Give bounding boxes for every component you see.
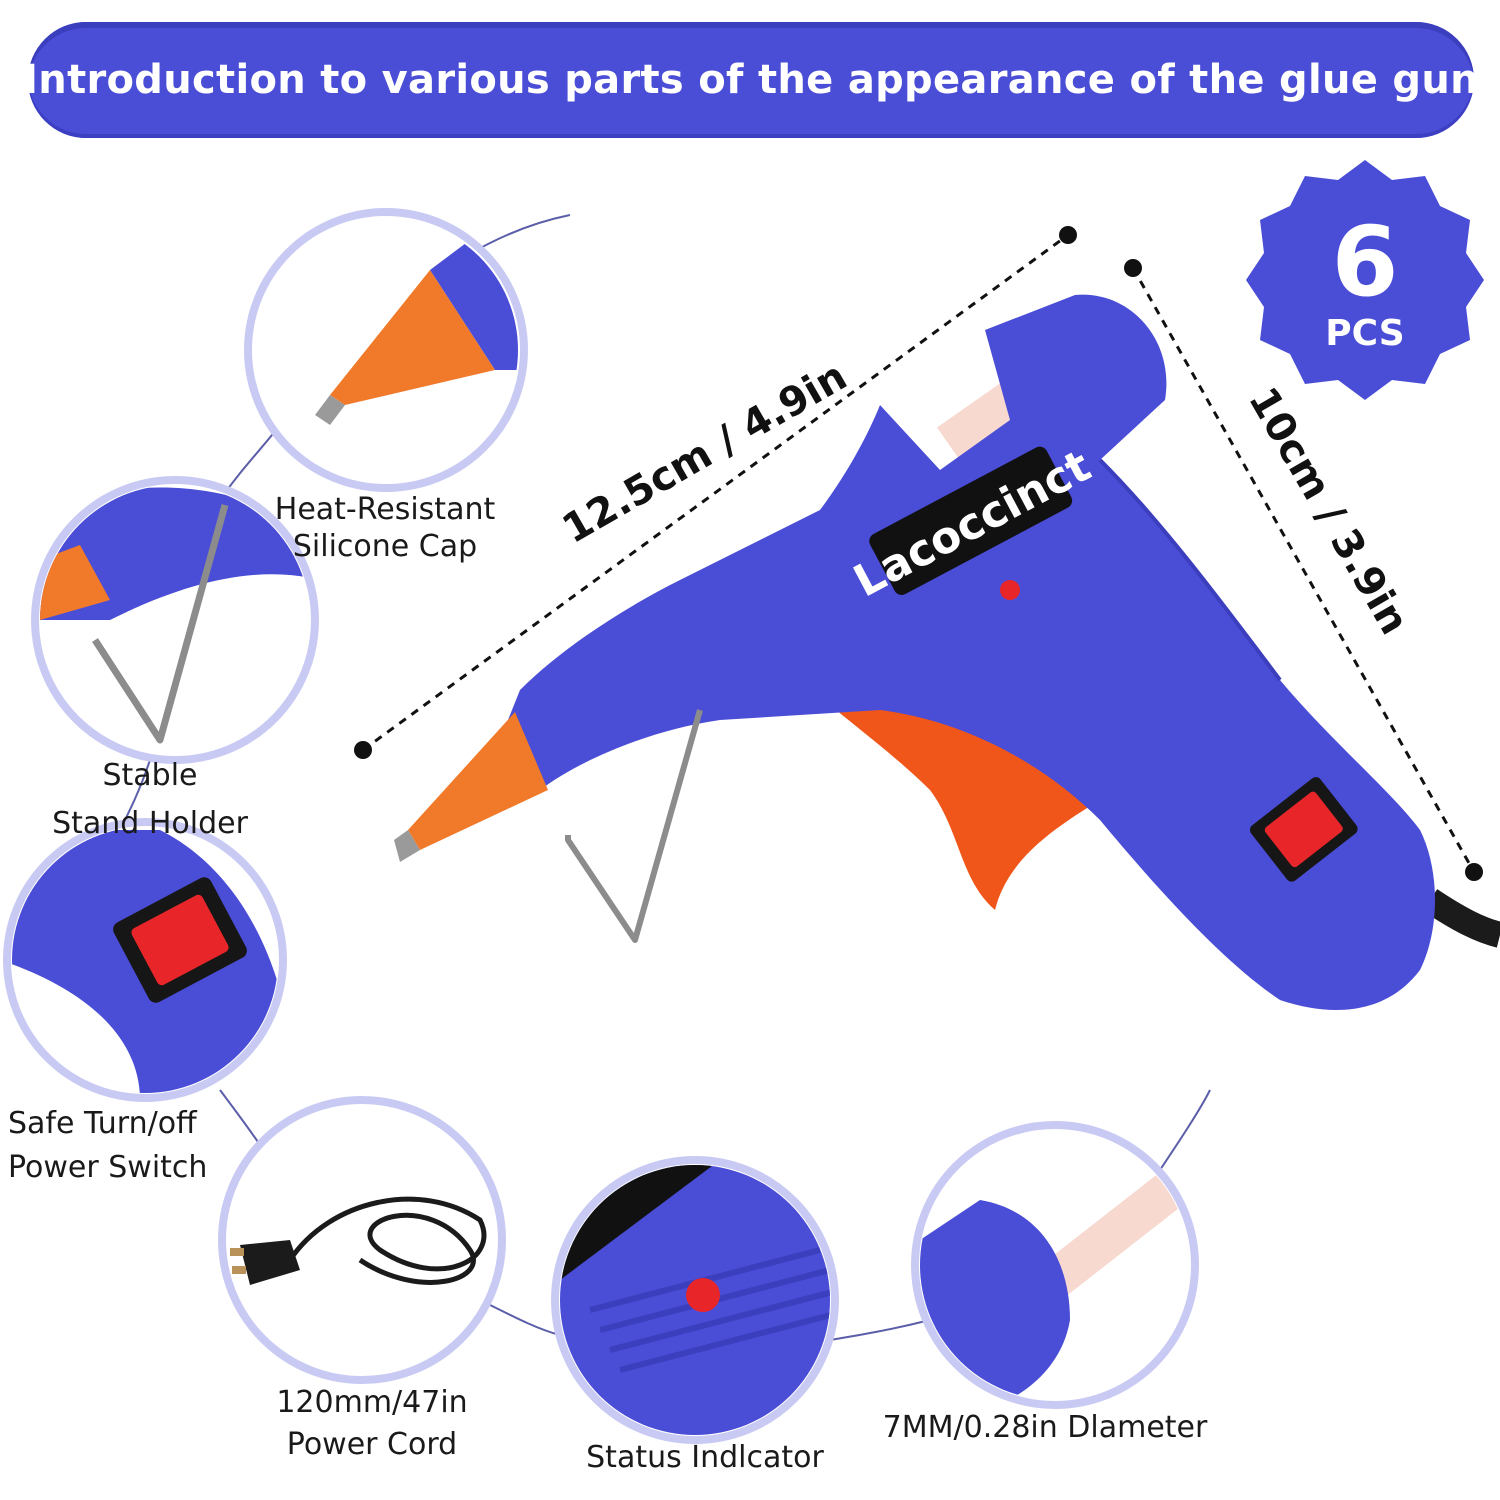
dimension-dot bbox=[1124, 259, 1142, 277]
label-indicator: Status Indlcator bbox=[586, 1440, 824, 1475]
label-stand: Stable Stand Holder bbox=[40, 752, 260, 848]
label-stand-line2: Stand Holder bbox=[52, 806, 248, 841]
dimension-dot bbox=[1465, 863, 1483, 881]
connector-line bbox=[119, 214, 1211, 1341]
stand-wire bbox=[565, 709, 703, 943]
label-switch: Safe Turn/off Power Switch bbox=[8, 1102, 223, 1189]
title-banner: Introduction to various parts of the app… bbox=[23, 22, 1479, 138]
label-cord: 120mm/47in Power Cord bbox=[262, 1382, 482, 1466]
callout-diameter bbox=[911, 1121, 1199, 1409]
status-indicator-light bbox=[1000, 580, 1020, 600]
label-cord-line1: 120mm/47in bbox=[276, 1385, 468, 1420]
badge-unit: PCS bbox=[1325, 313, 1404, 354]
callout-cap bbox=[244, 208, 528, 492]
badge-count: 6 bbox=[1332, 206, 1399, 318]
label-cap: Heat-Resistant Silicone Cap bbox=[270, 492, 500, 565]
label-switch-line1: Safe Turn/off bbox=[8, 1106, 197, 1141]
callout-indicator bbox=[551, 1156, 839, 1444]
callout-switch bbox=[3, 818, 287, 1102]
label-cord-line2: Power Cord bbox=[286, 1427, 458, 1462]
indicator-light bbox=[686, 1278, 720, 1312]
label-diameter: 7MM/0.28in Dlameter bbox=[882, 1410, 1208, 1445]
label-cap-line2: Silicone Cap bbox=[292, 528, 478, 564]
power-switch bbox=[1249, 777, 1358, 882]
nozzle-tip bbox=[394, 830, 420, 862]
label-cap-line1: Heat-Resistant bbox=[274, 492, 496, 527]
banner-title: Introduction to various parts of the app… bbox=[23, 57, 1479, 103]
silicone-cap bbox=[408, 712, 548, 850]
label-stand-line1: Stable bbox=[102, 758, 198, 793]
glue-gun: Lacoccinct bbox=[394, 294, 1500, 1010]
dimension-dot bbox=[354, 741, 372, 759]
dimension-height bbox=[1124, 259, 1483, 881]
label-switch-line2: Power Switch bbox=[8, 1149, 208, 1185]
power-cord bbox=[1422, 889, 1500, 948]
dimension-length bbox=[354, 226, 1077, 759]
pcs-badge: 6 PCS bbox=[1246, 160, 1484, 400]
gun-body bbox=[500, 294, 1435, 1010]
callout-stand bbox=[31, 476, 319, 764]
brand-plate bbox=[869, 446, 1073, 595]
callout-cord bbox=[218, 1096, 506, 1384]
dimension-dot bbox=[1059, 226, 1077, 244]
badge-shape bbox=[1246, 160, 1484, 400]
